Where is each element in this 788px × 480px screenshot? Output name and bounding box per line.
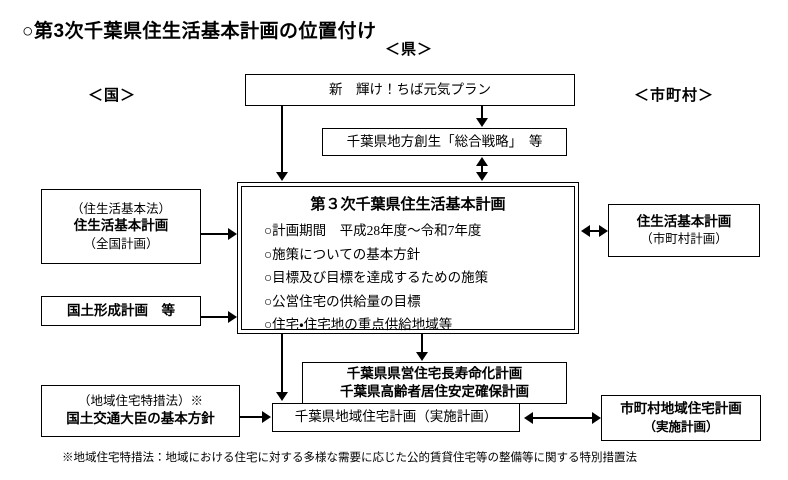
box-chihousousei-line1: 千葉県地方創生「総合戦略」 等 [346,133,543,149]
box-municipal-regional-housing-line1: 市町村地域住宅計画 [620,401,742,417]
box-municipal-basic-plan[interactable]: 住生活基本計画 （市町村計画） [608,204,760,257]
box-national-basic-plan-line3: （全国計画） [83,236,159,251]
box-national-basic-plan-line2: 住生活基本計画 [73,218,169,234]
connector-sousei-main-arrowhead-down [476,172,488,181]
connector-main-municipal-line [589,230,601,232]
box-main-plan-item-1: ○施策についての基本方針 [264,246,421,262]
connector-main-to-subplans-line [421,334,423,356]
box-kokudo-keisei[interactable]: 国土形成計画 等 [41,296,201,326]
box-pref-regional-housing-line1: 千葉県地域住宅計画（実施計画） [294,409,498,425]
box-main-plan-title: 第３次千葉県住生活基本計画 [310,196,506,213]
page-title: ○第3次千葉県住生活基本計画の位置付け [22,21,377,42]
footnote: ※地域住宅特措法：地域における住宅に対する多様な需要に応じた公的賃貸住宅等の整備… [62,452,637,464]
box-national-basic-plan[interactable]: （住生活基本法） 住生活基本計画 （全国計画） [41,189,201,264]
scope-label-prefecture: ＜県＞ [385,41,434,58]
connector-kokudo-to-main-arrowhead [228,311,237,323]
box-municipal-regional-housing-line2: （実施計画） [643,419,719,434]
box-municipal-basic-plan-line1: 住生活基本計画 [636,213,732,229]
connector-main-to-pref-regional-line [281,334,283,396]
box-main-plan-item-3: ○公営住宅の供給量の目標 [264,293,421,309]
connector-genki-to-main-line [281,106,283,176]
connector-genki-to-sousei-line [481,106,483,120]
connector-national-to-main-arrowhead [228,228,237,240]
box-chihousousei[interactable]: 千葉県地方創生「総合戦略」 等 [322,128,567,156]
box-minister-policy[interactable]: （地域住宅特措法）※ 国土交通大臣の基本方針 [41,385,240,437]
box-pref-sub-plans[interactable]: 千葉県県営住宅長寿命化計画 千葉県高齢者居住安定確保計画 [302,362,567,404]
box-main-plan-item-0: ○計画期間 平成28年度～令和7年度 [264,223,482,238]
connector-genki-to-main-arrowhead [276,172,288,181]
connector-main-municipal-arrowhead-right [599,225,608,237]
box-main-plan-frame: 第３次千葉県住生活基本計画 ○計画期間 平成28年度～令和7年度 ○施策について… [241,186,575,332]
connector-main-to-pref-regional-arrowhead [276,392,288,401]
box-kokudo-keisei-line1: 国土形成計画 等 [67,302,175,318]
box-chiba-genki-plan[interactable]: 新 輝け！ちば元気プラン [245,74,575,106]
box-chiba-genki-plan-line1: 新 輝け！ちば元気プラン [329,81,491,97]
connector-minister-to-pref-regional-line [240,416,264,418]
scope-label-municipality: ＜市町村＞ [634,87,715,104]
box-municipal-basic-plan-line2: （市町村計画） [640,232,728,247]
box-pref-sub-plans-line1: 千葉県県営住宅長寿命化計画 [346,365,523,381]
box-main-plan-item-4: ○住宅・住宅地の重点供給地域等 [264,317,453,332]
box-minister-policy-line1: （地域住宅特措法）※ [77,394,203,409]
connector-pref-municipal-regional-arrowhead-right [592,412,601,424]
connector-pref-municipal-regional-line [532,417,594,419]
connector-kokudo-to-main-line [201,316,229,318]
scope-label-nation: ＜国＞ [88,87,137,104]
box-main-plan-item-2: ○目標及び目標を達成するための施策 [264,270,489,285]
box-national-basic-plan-line1: （住生活基本法） [70,201,171,216]
box-municipal-regional-housing[interactable]: 市町村地域住宅計画 （実施計画） [601,395,761,441]
connector-main-to-subplans-arrowhead [416,352,428,361]
box-main-plan[interactable]: 第３次千葉県住生活基本計画 ○計画期間 平成28年度～令和7年度 ○施策について… [237,182,579,334]
connector-genki-to-sousei-arrowhead [476,118,488,127]
connector-sousei-main-arrowhead-up [476,157,488,166]
connector-minister-to-pref-regional-arrowhead [262,411,271,423]
connector-national-to-main-line [201,233,229,235]
box-pref-sub-plans-line2: 千葉県高齢者居住安定確保計画 [340,384,529,399]
connector-pref-municipal-regional-arrowhead-left [524,412,533,424]
connector-main-municipal-arrowhead-left [581,225,590,237]
box-pref-regional-housing[interactable]: 千葉県地域住宅計画（実施計画） [272,403,520,432]
connector-sousei-main-line [481,165,483,172]
box-minister-policy-line2: 国土交通大臣の基本方針 [66,411,215,427]
